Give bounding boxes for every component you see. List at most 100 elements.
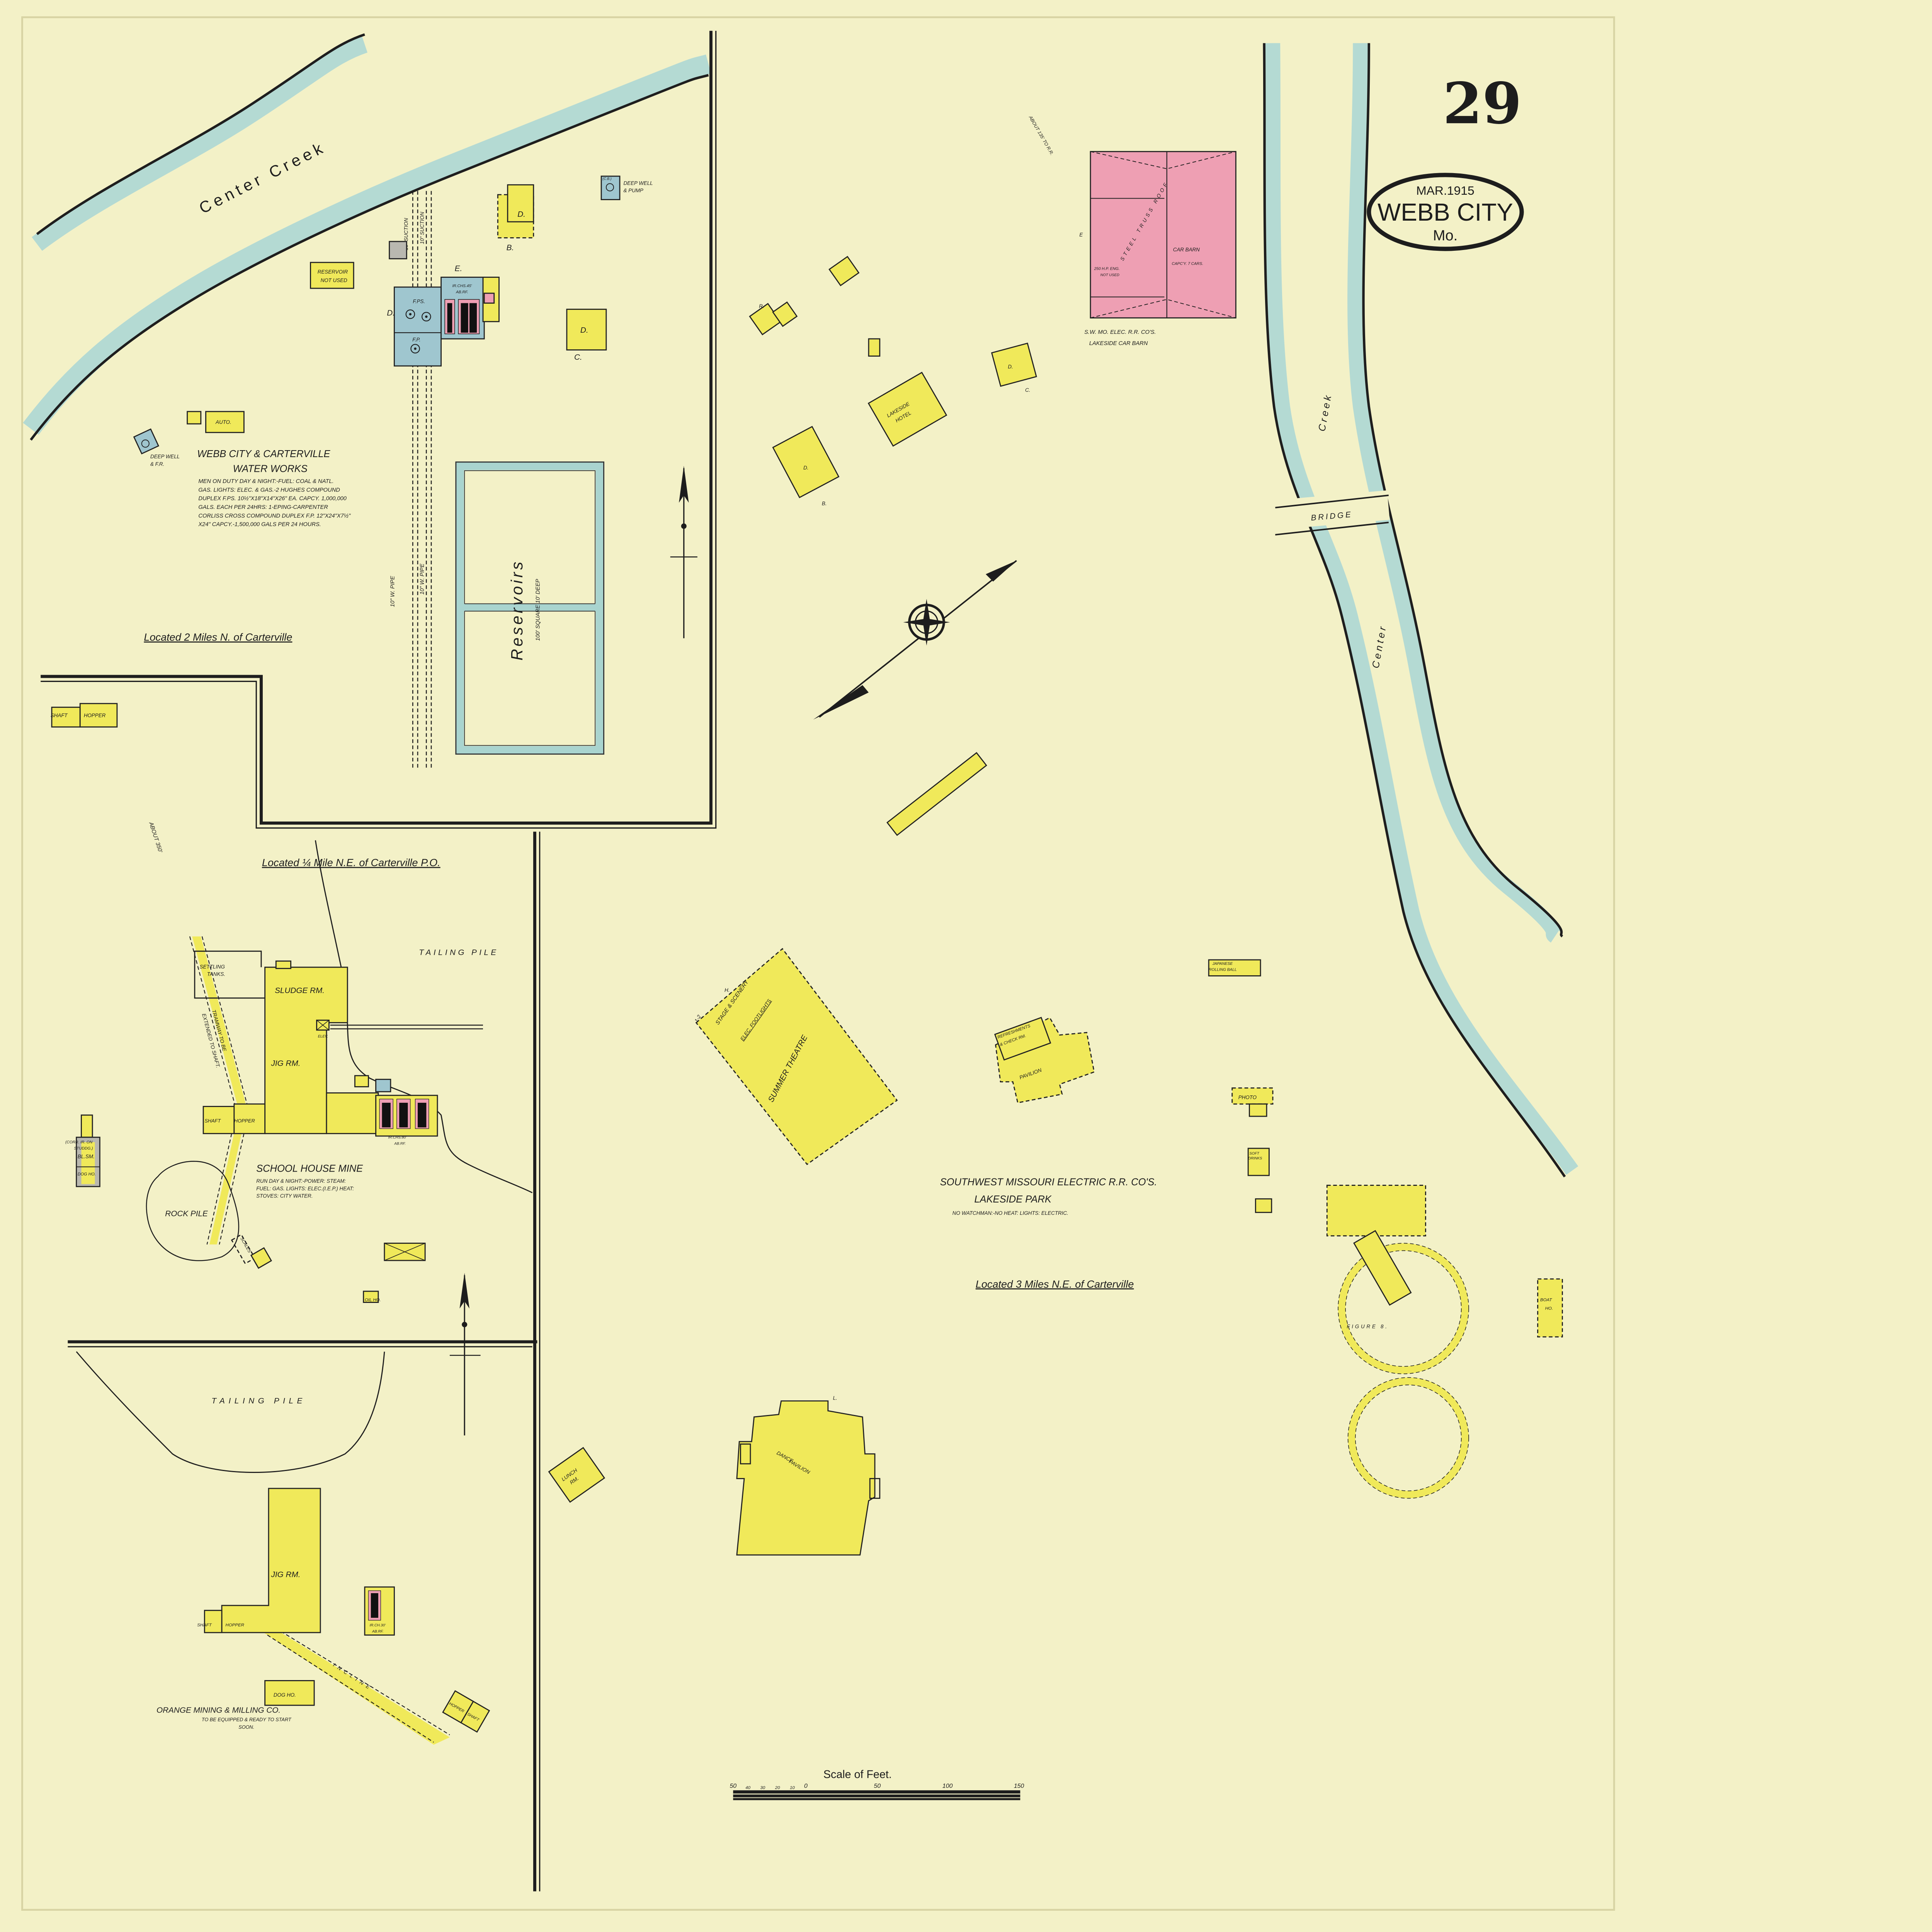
water-works: 10" SUCTION 10" SUCTION 10" W. PIPE 10" … [133, 175, 697, 770]
lakeside-park: ABOUT 135' TO R.R. STEEL TRUSS ROOF CAR … [548, 115, 1563, 1556]
frame-shed-x [384, 1243, 426, 1261]
scale-title: Scale of Feet. [823, 1768, 892, 1781]
scattered-buildings-north: R. D. C. D. B. [749, 256, 1037, 506]
section-boundaries [41, 31, 717, 1891]
located-quarter-mile: Located ¼ Mile N.E. of Carterville P.O. [262, 857, 440, 869]
long-shed [886, 752, 987, 836]
label: DOG HO. [274, 1692, 296, 1698]
label: & F.R. [150, 461, 164, 467]
label: NOT USED [1100, 273, 1119, 277]
label: SETTLING [200, 964, 225, 969]
label: SHAFT [197, 1623, 212, 1628]
label: SHAFT [51, 713, 68, 718]
orange-jig-room: JIG RM. SHAFT HOPPER [197, 1488, 321, 1633]
label: (CORR. IR. ON [65, 1140, 93, 1145]
scale-tick: 100 [942, 1783, 953, 1789]
pipe-label-2: 10" W. PIPE [419, 563, 425, 595]
letter-e: E. [455, 264, 463, 273]
refreshment-pavilion: REFRESHMENTS & CHECK RM. PAVILION [994, 1017, 1095, 1104]
label: DEEP WELL [624, 180, 653, 186]
label: R. [759, 303, 764, 309]
dwelling-b: D. B. [497, 184, 534, 252]
lunch-room: LUNCH RM. [548, 1447, 605, 1503]
school-house-mine-title: SCHOOL HOUSE MINE [256, 1163, 363, 1174]
scale-tick: 20 [775, 1786, 780, 1790]
note: STOVES: CITY WATER. [256, 1193, 313, 1199]
note: RUN DAY & NIGHT:-POWER: STEAM: [256, 1178, 346, 1184]
auto-garage: AUTO. [187, 411, 245, 433]
label: STUDDG.) [74, 1146, 93, 1151]
label: DOG HO. [78, 1172, 96, 1177]
orange-mining-title: ORANGE MINING & MILLING CO. [156, 1706, 281, 1714]
orange-dog-house: DOG HO. [264, 1680, 315, 1706]
bridge: BRIDGE [1274, 490, 1390, 536]
label: C. [574, 353, 582, 362]
water-works-title-1: WEBB CITY & CARTERVILLE [197, 449, 330, 459]
label: HOPPER [84, 713, 106, 718]
deep-well-pump: (C.B.) DEEP WELL & PUMP [600, 175, 653, 201]
label: (C.B.) [602, 177, 611, 181]
blacksmith-dog-house: (CORR. IR. ON STUDDG.) BL.SM. DOG HO. [65, 1114, 100, 1187]
scales-outline [231, 1234, 256, 1265]
reservoir-not-used: RESERVOIR NOT USED [310, 262, 354, 289]
orange-boiler: IR.CH.30' AB.RF. [364, 1586, 395, 1636]
note: CORLISS CROSS COMPOUND DUPLEX F.P. 12"X2… [198, 513, 351, 519]
located-2-miles: Located 2 Miles N. of Carterville [144, 631, 292, 643]
label: H. [724, 987, 730, 993]
scale-tick: 40 [745, 1786, 750, 1790]
suction-lines [412, 191, 432, 770]
label: L. [833, 1395, 837, 1401]
car-barn: STEEL TRUSS ROOF CAR BARN CAPC'Y. 7 CARS… [1079, 151, 1236, 347]
japanese-rolling-ball: JAPANESE ROLLING BALL [1208, 959, 1261, 976]
cartouche-state: Mo. [1433, 227, 1458, 244]
label: D. [803, 465, 808, 471]
title-cartouche: MAR.1915 WEBB CITY Mo. [1367, 173, 1524, 251]
note: FUEL: GAS. LIGHTS: ELEC.(I.E.P.) HEAT: [256, 1185, 354, 1191]
located-3-miles: Located 3 Miles N.E. of Carterville [976, 1278, 1134, 1290]
figure-8-ride: FIGURE 8. [1326, 1185, 1469, 1499]
orange-hopper-shaft: HOPPER SHAFT [442, 1690, 490, 1733]
label: AUTO. [215, 419, 231, 425]
note: MEN ON DUTY DAY & NIGHT:-FUEL: COAL & NA… [198, 478, 333, 485]
label: JAPANESE [1212, 962, 1233, 966]
rock-pile-outline [146, 1161, 240, 1261]
frame-shed [389, 241, 407, 260]
label: FIGURE 8. [1347, 1323, 1388, 1329]
label: S.W. MO. ELEC. R.R. CO'S. [1084, 329, 1156, 335]
deep-well-fr: DEEP WELL & F.R. [133, 428, 180, 467]
label: D. [517, 210, 526, 219]
pump-house: F.PS. F.P. D. IR.CHS.45' AB.RF. E. [387, 264, 500, 367]
scale-tick: 50 [874, 1783, 881, 1789]
water-works-title-2: WATER WORKS [233, 463, 308, 474]
cartouche-date: MAR.1915 [1416, 184, 1475, 197]
label: BOAT [1540, 1298, 1552, 1302]
note: GAS. LIGHTS: ELEC. & GAS.-2 HUGHES COMPO… [198, 487, 340, 493]
label: D. [1008, 364, 1013, 369]
pipe-label-1: 10" W. PIPE [389, 576, 396, 607]
note: X24" CAPCY.-1,500,000 GALS PER 24 HOURS. [198, 522, 321, 528]
dwelling-c: D. C. [566, 308, 607, 362]
note: GALS. EACH PER 24HRS: 1-EPING-CARPENTER [198, 504, 328, 510]
school-house-mine: Located ¼ Mile N.E. of Carterville P.O. … [65, 840, 533, 1435]
label: PHOTO [1238, 1094, 1257, 1100]
label: E [1079, 232, 1083, 238]
suction-label-2: 10" SUCTION [419, 212, 425, 244]
settling-tanks: SETTLING TANKS. [194, 951, 265, 999]
incline-band [264, 1633, 450, 1745]
tailing-pile-label: TAILING PILE [419, 948, 498, 957]
label: JIG RM. [271, 1059, 301, 1068]
summer-theatre: H. 1-2 STAGE & SCENERY ELEC. FOOTLIGHTS … [693, 948, 898, 1165]
sheet-number: 29 [1443, 70, 1522, 137]
lakeside-hotel: LAKESIDE HOTEL [867, 372, 947, 447]
label: B. [507, 243, 514, 252]
paper-background [0, 0, 1626, 1932]
label: AB.RF. [394, 1141, 406, 1146]
note: TO BE EQUIPPED & READY TO START [202, 1717, 292, 1723]
water-works-notes: MEN ON DUTY DAY & NIGHT:-FUEL: COAL & NA… [198, 478, 351, 528]
lakeside-title-1: SOUTHWEST MISSOURI ELECTRIC R.R. CO'S. [940, 1177, 1157, 1188]
sanborn-map-sheet: 29 MAR.1915 WEBB CITY Mo. Center Creek B… [0, 0, 1626, 1932]
label: AB.RF. [372, 1629, 384, 1634]
label: RESERVOIR [318, 269, 348, 275]
label: IR.CH.30' [370, 1623, 386, 1628]
label: 250 H.P. ENG. [1094, 267, 1120, 271]
